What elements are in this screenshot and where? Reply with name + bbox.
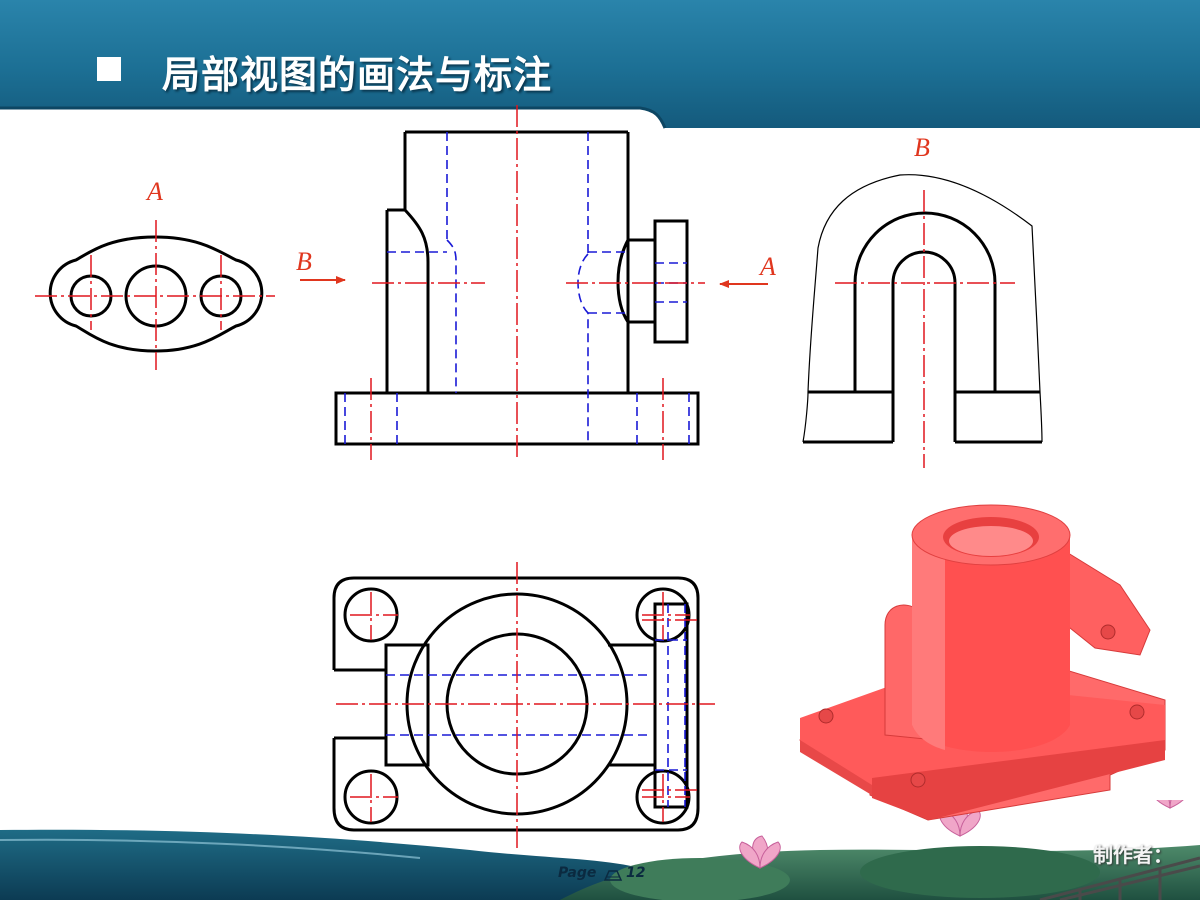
railing [1039, 856, 1200, 900]
arrow-label-a: A [758, 252, 776, 281]
3d-model [799, 504, 1166, 821]
page-number: 12 [626, 865, 646, 881]
top-view [332, 562, 715, 850]
front-view [300, 105, 768, 460]
local-view-a [35, 220, 275, 370]
page-title: 局部视图的画法与标注 [162, 53, 553, 97]
view-label-b: B [914, 133, 930, 162]
footer-decoration [0, 800, 1200, 900]
view-label-a: A [145, 177, 163, 206]
square-bullet-icon [97, 57, 121, 81]
slide-icon [603, 870, 623, 881]
author-label: 制作者： [1093, 843, 1173, 867]
local-view-b [802, 174, 1043, 468]
page-label: Page [558, 865, 597, 881]
header-bar [0, 0, 1200, 129]
arrow-label-b: B [296, 247, 312, 276]
